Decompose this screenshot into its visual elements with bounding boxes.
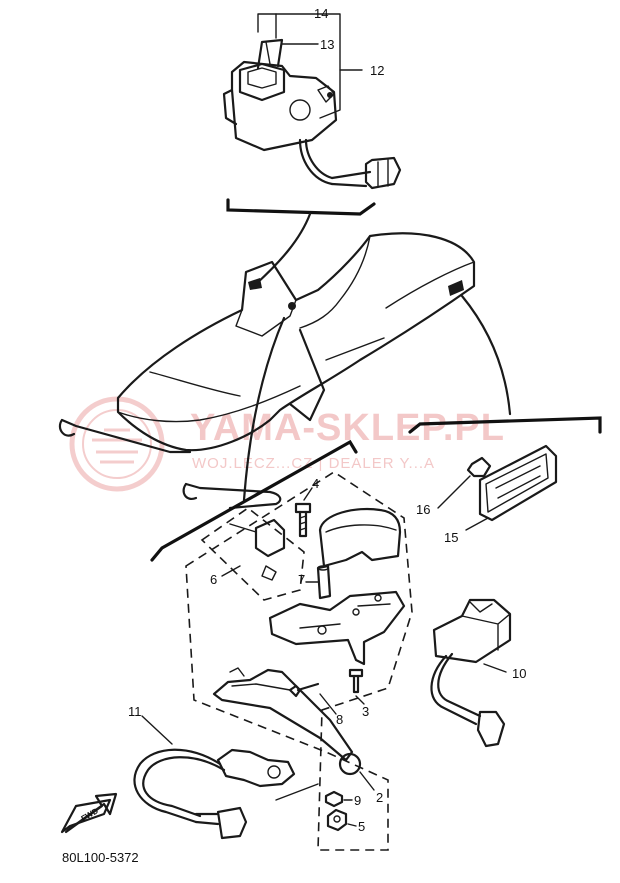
- washer-9: [324, 790, 344, 808]
- callout-bracket-right: [408, 416, 602, 434]
- pin-7: [316, 564, 332, 600]
- callout-leader-top: [254, 212, 312, 286]
- screw-3: [348, 668, 364, 694]
- cable-switch-11: [133, 748, 296, 840]
- leader-2: [359, 771, 375, 791]
- switch-part-6: [229, 518, 286, 581]
- leader-11: [141, 715, 173, 745]
- part-label-2: 2: [376, 790, 383, 805]
- part-label-13: 13: [320, 37, 334, 52]
- module-10: [430, 598, 512, 748]
- callout-bracket-lower: [150, 439, 358, 562]
- part-label-5: 5: [358, 819, 365, 834]
- part-label-15: 15: [444, 530, 458, 545]
- assembly-outline: [185, 471, 413, 851]
- callout-leader-front: [242, 316, 286, 502]
- screw-8: [288, 682, 320, 698]
- lever-bracket: [268, 590, 406, 666]
- brake-lever: [212, 667, 362, 776]
- part-label-10: 10: [512, 666, 526, 681]
- lever-cover: [318, 507, 402, 568]
- part-label-12: 12: [370, 63, 384, 78]
- lamp-assembly: [466, 444, 558, 522]
- group-6-outline: [200, 507, 305, 601]
- leader-nut-group: [275, 783, 319, 801]
- leader-8: [319, 693, 337, 715]
- part-label-9: 9: [354, 793, 361, 808]
- part-label-14: 14: [314, 6, 328, 21]
- leader-5: [347, 823, 357, 827]
- part-label-11: 11: [128, 704, 142, 719]
- nut-5: [326, 808, 348, 832]
- fwd-arrow-icon: FWD: [60, 792, 118, 834]
- leader-15: [465, 517, 489, 531]
- watermark-logo: [69, 396, 165, 492]
- leader-16: [437, 475, 471, 509]
- switch-housing: [222, 38, 402, 190]
- leader-3: [355, 695, 365, 705]
- leader-4: [303, 487, 313, 501]
- leader-lines-top: [257, 13, 363, 119]
- part-label-3: 3: [362, 704, 369, 719]
- part-label-6: 6: [210, 572, 217, 587]
- snowmobile-outline: [58, 232, 476, 510]
- part-label-4: 4: [312, 476, 319, 491]
- diagram-code: 80L100-5372: [62, 850, 139, 865]
- leader-6: [221, 565, 241, 577]
- callout-leader-rear: [460, 294, 512, 416]
- part-label-16: 16: [416, 502, 430, 517]
- leader-10: [483, 663, 507, 673]
- part-label-7: 7: [298, 572, 305, 587]
- bolt-4: [294, 502, 312, 538]
- callout-bracket-top: [226, 198, 376, 216]
- part-label-8: 8: [336, 712, 343, 727]
